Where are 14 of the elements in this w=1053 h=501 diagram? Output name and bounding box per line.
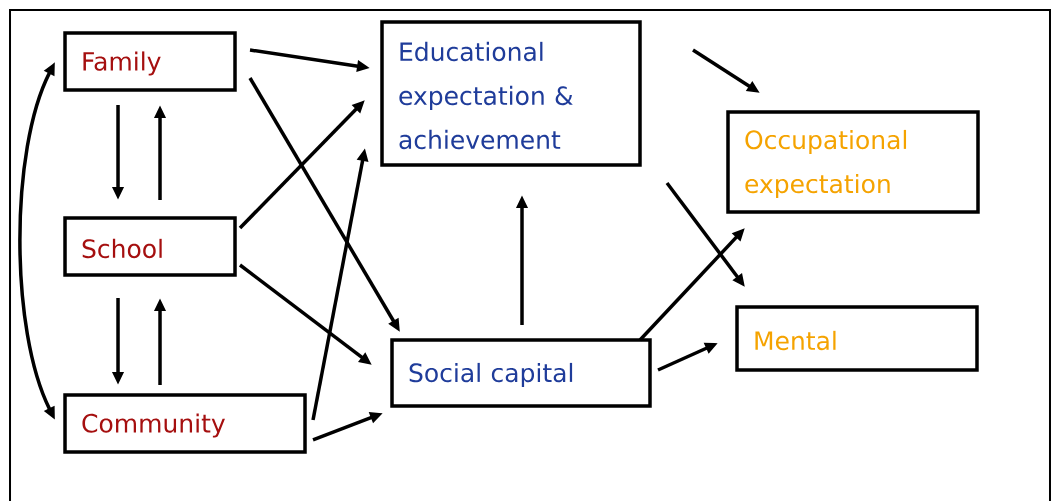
box [726,110,980,214]
box-label: Social capital [409,362,573,388]
box-label: Mental [755,330,836,351]
box-label: School [82,238,162,259]
box [63,393,307,454]
box [63,31,237,92]
box-label: Community [82,413,225,438]
box-label: Occupational expectation [745,129,907,199]
box [390,338,652,408]
box [380,20,642,167]
box-label: Educational expectation & achievement [399,41,573,150]
box-label: Family [83,51,161,76]
box [735,305,979,372]
box [63,216,237,277]
